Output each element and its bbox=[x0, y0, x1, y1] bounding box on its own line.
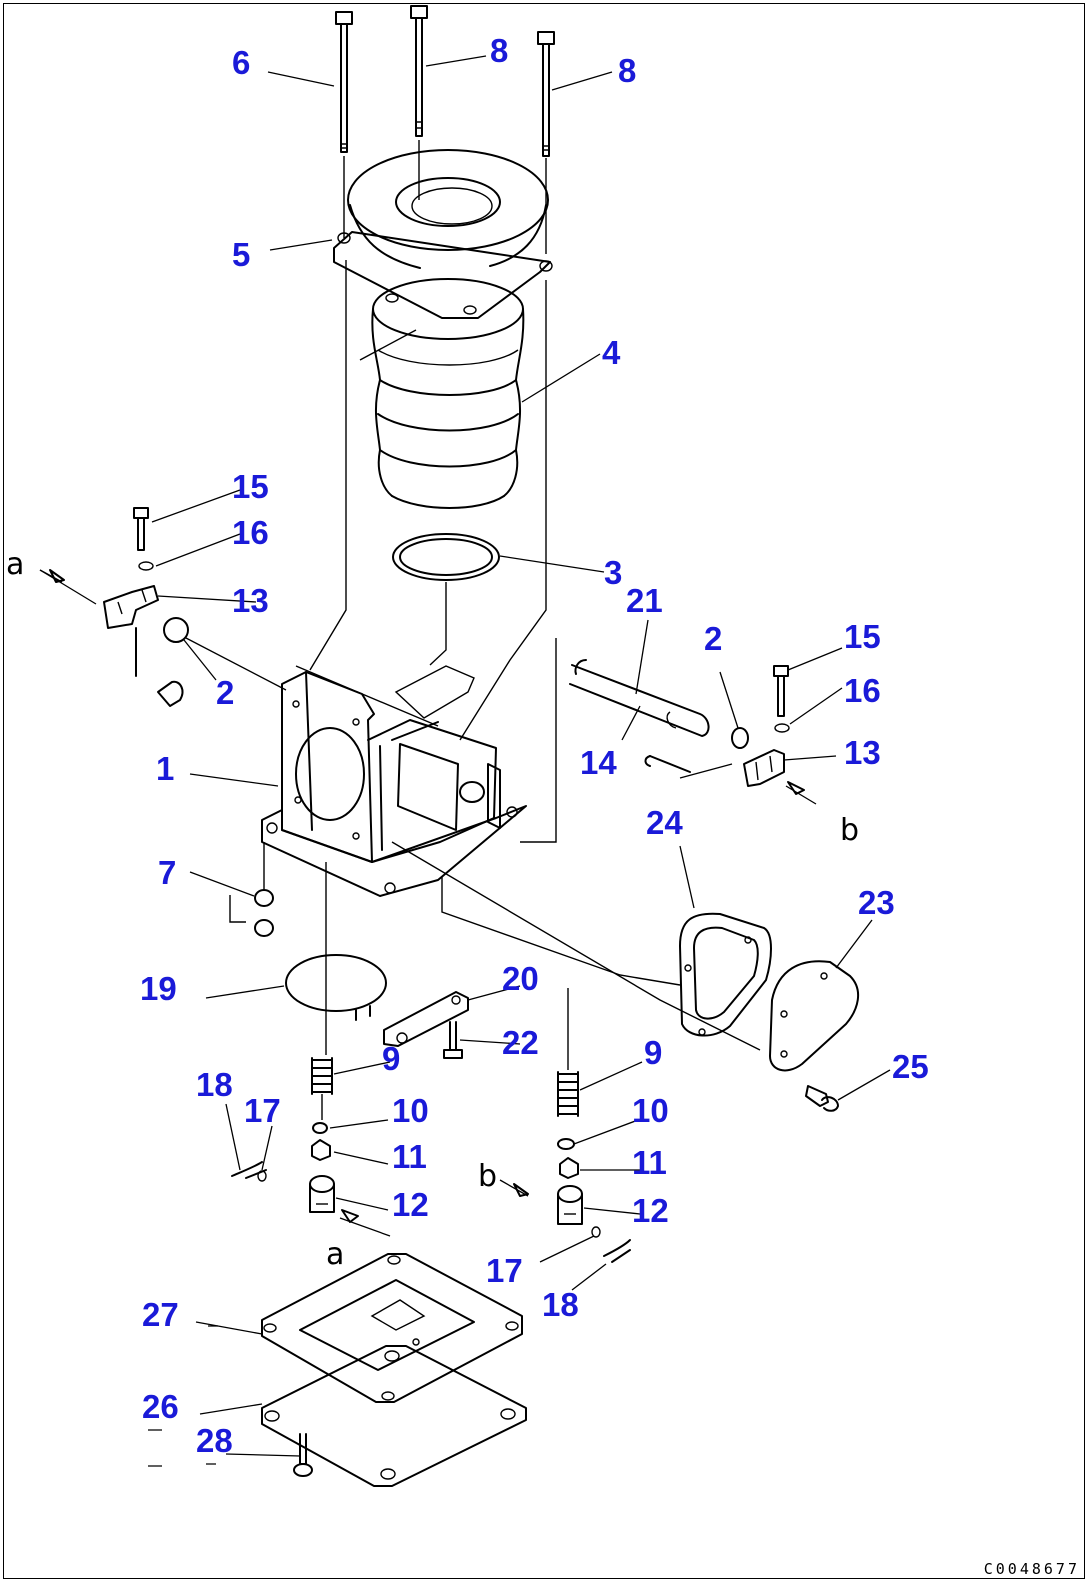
ref-a-lower: a bbox=[326, 1237, 344, 1272]
nut-7 bbox=[229, 842, 274, 937]
callout-8: 8 bbox=[618, 52, 636, 89]
gasket-24 bbox=[679, 912, 772, 1037]
cotter-18-right bbox=[603, 1239, 631, 1263]
bolt-8-right bbox=[537, 31, 555, 157]
pin-17-left bbox=[257, 1170, 267, 1182]
callout-5: 5 bbox=[232, 236, 250, 273]
callout-16: 16 bbox=[844, 672, 881, 709]
callout-25: 25 bbox=[892, 1048, 929, 1085]
left-bracket-13 bbox=[103, 585, 159, 629]
callout-14: 14 bbox=[580, 744, 617, 781]
spring-9-left bbox=[311, 1057, 333, 1095]
bolt-22 bbox=[443, 1021, 463, 1059]
ref-arrow-b-lower bbox=[513, 1183, 529, 1197]
callout-11: 11 bbox=[632, 1144, 667, 1181]
spring-9-right bbox=[557, 1071, 579, 1117]
callout-16: 16 bbox=[232, 514, 269, 551]
right-pin-2 bbox=[731, 727, 749, 749]
washer-10-right bbox=[557, 1138, 575, 1150]
callout-17: 17 bbox=[486, 1252, 523, 1289]
leader-lines bbox=[148, 55, 891, 1467]
left-washer-16 bbox=[138, 561, 154, 571]
callout-13: 13 bbox=[232, 582, 269, 619]
pin-17-right bbox=[591, 1226, 601, 1238]
callout-9: 9 bbox=[644, 1034, 662, 1071]
callout-3: 3 bbox=[604, 554, 622, 591]
ref-arrow-b-right bbox=[787, 781, 805, 795]
nut-11-left bbox=[311, 1139, 331, 1161]
callout-9: 9 bbox=[382, 1040, 400, 1077]
callout-15: 15 bbox=[844, 618, 881, 655]
cotter-18-left bbox=[231, 1161, 267, 1179]
right-bracket-13 bbox=[743, 749, 785, 787]
callout-18: 18 bbox=[542, 1286, 579, 1323]
callout-24: 24 bbox=[646, 804, 683, 841]
callout-21: 21 bbox=[626, 582, 663, 619]
bolt-8-center bbox=[410, 5, 428, 137]
callout-19: 19 bbox=[140, 970, 177, 1007]
boot-4 bbox=[371, 278, 525, 509]
plate-27 bbox=[261, 1253, 523, 1403]
ref-b-right: b bbox=[840, 813, 859, 848]
washer-10-left bbox=[312, 1122, 328, 1134]
callout-20: 20 bbox=[502, 960, 539, 997]
left-pin-2 bbox=[163, 617, 189, 643]
shaft-21 bbox=[569, 659, 710, 737]
callout-10: 10 bbox=[632, 1092, 669, 1129]
callout-2: 2 bbox=[216, 674, 234, 711]
callout-10: 10 bbox=[392, 1092, 429, 1129]
callout-27: 27 bbox=[142, 1296, 179, 1333]
callout-1: 1 bbox=[156, 750, 174, 787]
callout-11: 11 bbox=[392, 1138, 427, 1175]
ref-arrow-a-top bbox=[49, 569, 65, 583]
callout-28: 28 bbox=[196, 1422, 233, 1459]
yoke-12-left bbox=[309, 1175, 335, 1213]
bolt-25 bbox=[805, 1085, 839, 1112]
flange-5 bbox=[333, 149, 553, 319]
callout-12: 12 bbox=[392, 1186, 429, 1223]
callout-2: 2 bbox=[704, 620, 722, 657]
bolt-6 bbox=[335, 11, 353, 153]
callout-7: 7 bbox=[158, 854, 176, 891]
yoke-12-right bbox=[557, 1185, 583, 1225]
right-washer-16 bbox=[774, 723, 790, 733]
reference-letters: a b b a bbox=[6, 547, 859, 1272]
cover-19 bbox=[285, 862, 387, 1055]
drawing-code: C0048677 bbox=[983, 1560, 1080, 1578]
callout-18: 18 bbox=[196, 1066, 233, 1103]
pin-14 bbox=[649, 755, 691, 773]
callout-22: 22 bbox=[502, 1024, 539, 1061]
callout-labels: 6 8 8 5 4 15 16 13 2 3 21 2 15 16 13 14 … bbox=[140, 32, 929, 1459]
ref-arrow-a-lower bbox=[341, 1209, 359, 1223]
callout-13: 13 bbox=[844, 734, 881, 771]
nut-11-right bbox=[559, 1157, 579, 1179]
ref-a-top: a bbox=[6, 547, 24, 582]
left-bolt-15 bbox=[133, 507, 149, 551]
ref-b-lower: b bbox=[478, 1159, 497, 1194]
callout-26: 26 bbox=[142, 1388, 179, 1425]
callout-15: 15 bbox=[232, 468, 269, 505]
bolt-28 bbox=[293, 1433, 313, 1477]
left-pin-end bbox=[157, 680, 184, 707]
cover-23 bbox=[769, 960, 860, 1072]
callout-6: 6 bbox=[232, 44, 250, 81]
callout-4: 4 bbox=[602, 334, 621, 371]
callout-17: 17 bbox=[244, 1092, 281, 1129]
lever-20 bbox=[383, 991, 469, 1047]
o-ring-3 bbox=[392, 533, 500, 581]
housing-1 bbox=[261, 665, 527, 897]
callout-23: 23 bbox=[858, 884, 895, 921]
callout-12: 12 bbox=[632, 1192, 669, 1229]
callout-8: 8 bbox=[490, 32, 508, 69]
right-bolt-15 bbox=[773, 665, 789, 717]
